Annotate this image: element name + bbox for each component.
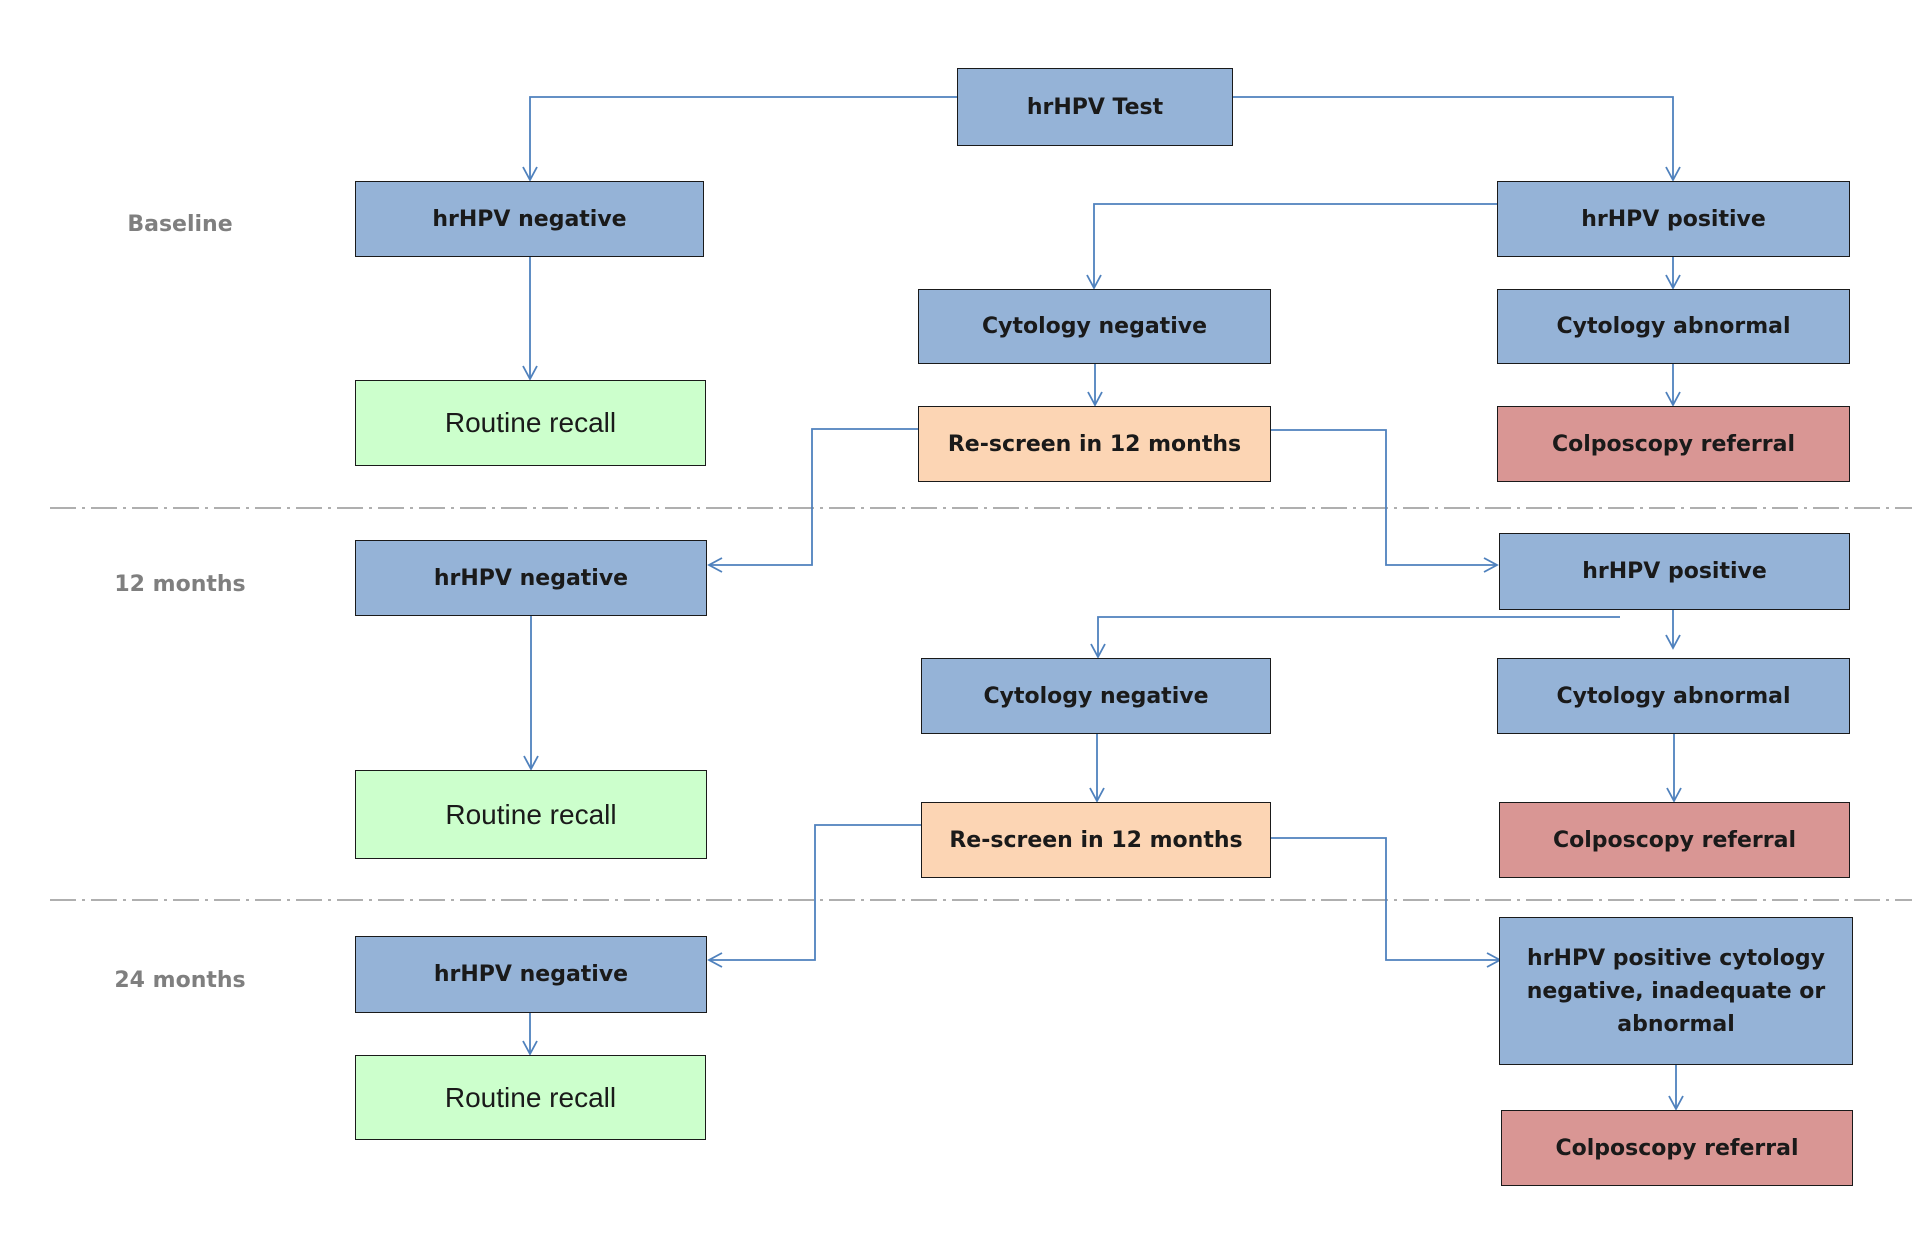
arrow-test-to-negative: [522, 96, 957, 182]
month-12-colposcopy-referral-box: Colposcopy referral: [1499, 802, 1850, 878]
month-12-cytology-abnormal-box: Cytology abnormal: [1497, 658, 1850, 734]
arrow-rescreen-12-to-negative-24: [707, 824, 921, 968]
month-24-colposcopy-referral-box: Colposcopy referral: [1501, 1110, 1853, 1186]
arrow-rescreen-12-to-positive-24: [1271, 837, 1502, 968]
month-12-rescreen-box: Re-screen in 12 months: [921, 802, 1271, 878]
month-12-cytology-negative-box: Cytology negative: [921, 658, 1271, 734]
month-24-hrhpv-negative-box: hrHPV negative: [355, 936, 707, 1013]
hrhpv-test-box: hrHPV Test: [957, 68, 1233, 146]
arrow-test-to-positive: [1232, 96, 1681, 182]
baseline-routine-recall-box: Routine recall: [355, 380, 706, 466]
month-12-hrhpv-negative-box: hrHPV negative: [355, 540, 707, 616]
arrow-rescreen-to-positive-12: [1271, 429, 1499, 573]
arrow-positive-to-cytology-negative: [1086, 203, 1497, 290]
stage-label-24-months: 24 months: [114, 968, 246, 993]
baseline-cytology-negative-box: Cytology negative: [918, 289, 1271, 364]
arrow-positive-12-to-cytology-negative-12: [1090, 616, 1620, 659]
baseline-colposcopy-referral-box: Colposcopy referral: [1497, 406, 1850, 482]
month-24-hrhpv-positive-any-cytology-box: hrHPV positive cytology negative, inadeq…: [1499, 917, 1853, 1065]
stage-label-12-months: 12 months: [114, 572, 246, 597]
baseline-cytology-abnormal-box: Cytology abnormal: [1497, 289, 1850, 364]
month-24-routine-recall-box: Routine recall: [355, 1055, 706, 1140]
baseline-hrhpv-negative-box: hrHPV negative: [355, 181, 704, 257]
baseline-hrhpv-positive-box: hrHPV positive: [1497, 181, 1850, 257]
stage-label-baseline: Baseline: [127, 212, 233, 237]
arrow-rescreen-to-negative-12: [707, 428, 918, 573]
baseline-rescreen-box: Re-screen in 12 months: [918, 406, 1271, 482]
month-12-routine-recall-box: Routine recall: [355, 770, 707, 859]
month-12-hrhpv-positive-box: hrHPV positive: [1499, 533, 1850, 610]
